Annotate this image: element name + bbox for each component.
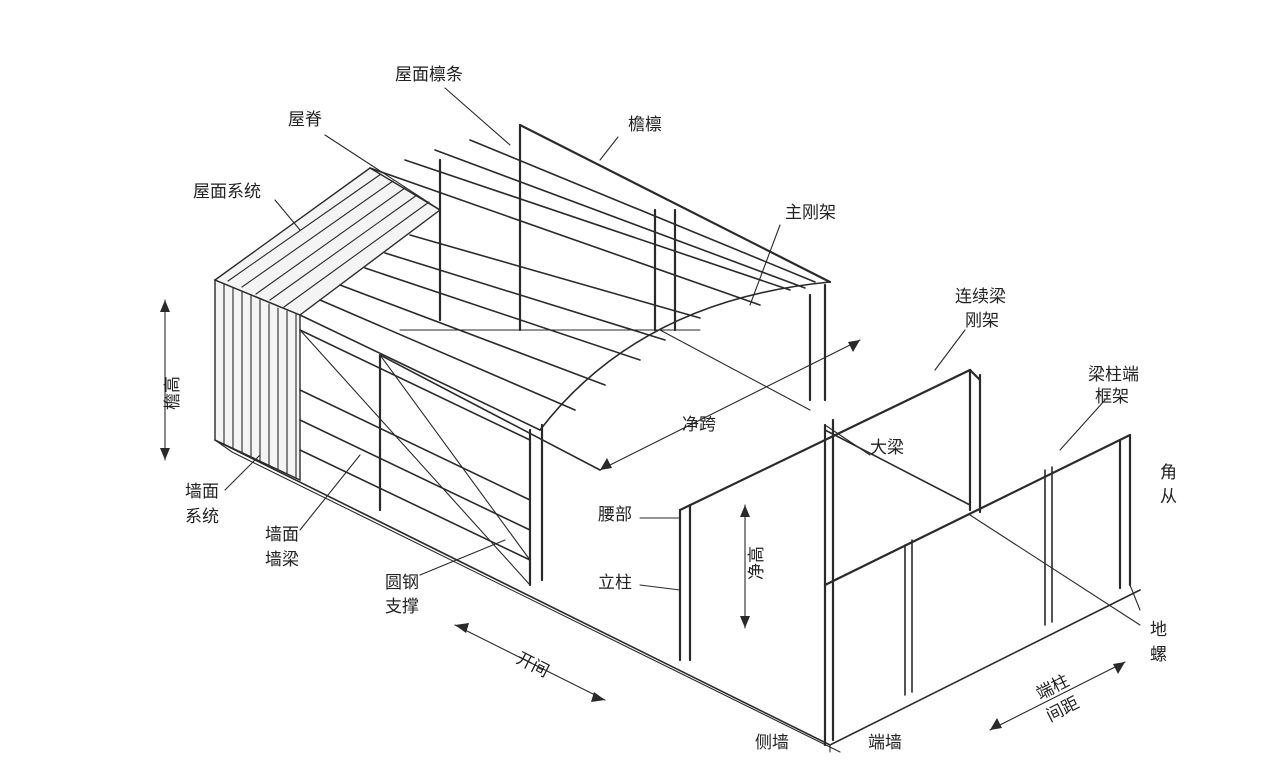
label-anchor-partial-2: 螺 xyxy=(1150,645,1167,665)
label-eave-height: 檐高 xyxy=(163,376,183,410)
label-column: 立柱 xyxy=(598,573,632,593)
rod-bracing xyxy=(299,329,811,586)
label-clear-span: 净跨 xyxy=(682,415,716,435)
dimension-bay xyxy=(454,623,606,702)
label-wall-system-1: 墙面 xyxy=(185,482,219,502)
label-end-wall: 端墙 xyxy=(868,733,902,753)
label-side-wall: 侧墙 xyxy=(755,733,789,753)
dimension-end-column-spacing xyxy=(989,661,1126,731)
label-end-frame: 框架 xyxy=(1095,387,1129,407)
label-wall-system-2: 系统 xyxy=(185,507,219,527)
leader-lines xyxy=(224,87,1141,626)
label-corner-partial-2: 从 xyxy=(1160,487,1177,507)
near-end-wall xyxy=(214,278,301,482)
label-roof-system: 屋面系统 xyxy=(193,182,261,202)
label-clear-height: 净高 xyxy=(747,546,767,580)
floor-outline xyxy=(214,439,1141,753)
label-haunch: 腰部 xyxy=(598,505,632,525)
label-rod-bracing-1: 圆钢 xyxy=(385,573,419,593)
label-bay: 开间 xyxy=(513,649,552,682)
main-rigid-frames xyxy=(378,123,831,587)
label-roof-purlin: 屋面檩条 xyxy=(395,65,463,85)
label-beam-column-end: 梁柱端 xyxy=(1088,365,1139,385)
continuous-beam-frame xyxy=(678,368,982,747)
label-wall-girt-1: 墙面 xyxy=(265,525,299,545)
dimension-clear-height xyxy=(740,504,750,629)
label-anchor-partial-1: 地 xyxy=(1150,620,1167,640)
label-continuous-frame: 刚架 xyxy=(965,311,999,331)
label-main-beam: 大梁 xyxy=(870,438,904,458)
label-corner-partial-1: 角 xyxy=(1160,463,1177,483)
text-labels: 屋面檩条 屋脊 檐檩 屋面系统 主刚架 连续梁 刚架 梁柱端 框架 檐高 净跨 … xyxy=(163,65,1177,753)
roof-purlins xyxy=(299,123,832,431)
label-wall-girt-2: 墙梁 xyxy=(265,550,299,570)
wall-panel-lines xyxy=(223,283,297,479)
label-continuous-beam: 连续梁 xyxy=(955,287,1006,307)
label-main-frame: 主刚架 xyxy=(785,203,836,223)
label-ridge: 屋脊 xyxy=(288,110,322,130)
dimension-eave-height xyxy=(160,299,170,461)
wall-girts xyxy=(299,329,531,561)
beam-column-end-frame xyxy=(823,433,1132,696)
label-rod-bracing-2: 支撑 xyxy=(385,597,419,617)
label-eave-purlin: 檐檩 xyxy=(628,115,662,135)
dimension-clear-span xyxy=(599,339,861,471)
